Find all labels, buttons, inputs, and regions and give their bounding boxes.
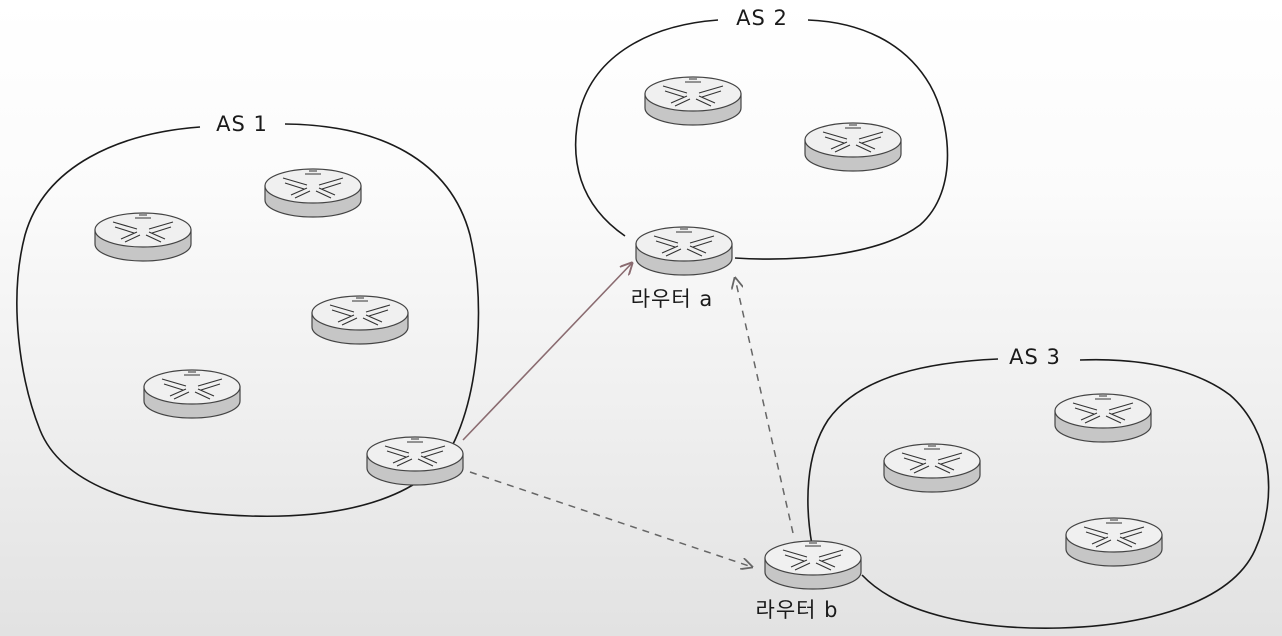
as2-group: AS 2 라우터 a <box>574 6 949 311</box>
links <box>462 263 794 567</box>
as3-label: AS 3 <box>1009 345 1061 369</box>
as1-boundary <box>16 123 480 518</box>
router-icon <box>1054 393 1152 443</box>
link-router-b-to-router-a <box>735 278 794 534</box>
router-icon <box>804 122 902 172</box>
as3-boundary <box>807 358 1270 629</box>
as3-group: AS 3 라우터 b <box>756 345 1270 629</box>
router-icon <box>94 212 192 262</box>
router-icon <box>143 369 241 419</box>
link-as1-to-router-b <box>469 471 752 567</box>
router-icon <box>264 168 362 218</box>
as2-boundary <box>574 19 949 260</box>
link-as1-to-router-a <box>462 263 632 441</box>
router-a-label: 라우터 a <box>631 287 714 311</box>
router-icon <box>1065 517 1163 567</box>
router-icon <box>311 295 409 345</box>
as1-border-router-icon <box>366 436 464 486</box>
router-icon <box>883 443 981 493</box>
as1-label: AS 1 <box>216 112 268 136</box>
as1-group: AS 1 <box>16 112 480 518</box>
as2-label: AS 2 <box>736 6 788 30</box>
router-b-icon <box>764 540 862 590</box>
router-a-icon <box>635 226 733 276</box>
router-icon <box>644 76 742 126</box>
router-b-label: 라우터 b <box>756 598 839 622</box>
